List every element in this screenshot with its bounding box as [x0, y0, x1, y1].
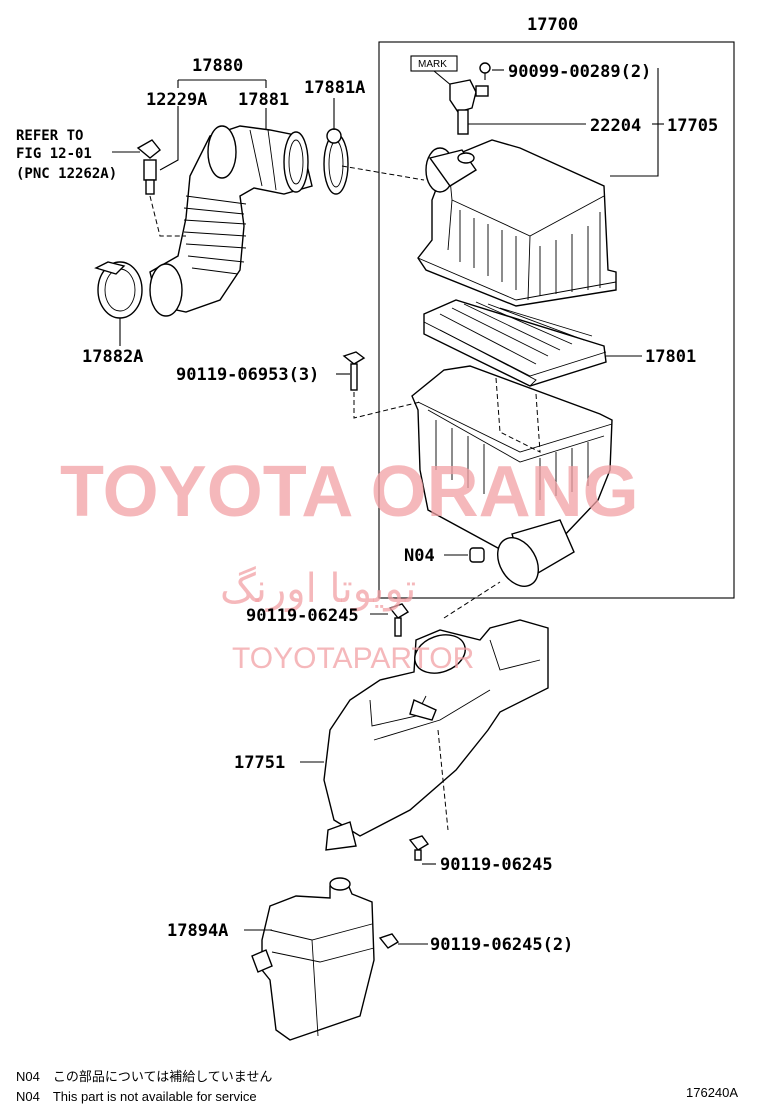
- label-17705: 17705: [667, 116, 718, 136]
- resonator: [251, 877, 375, 1041]
- label-12229A: 12229A: [146, 90, 207, 110]
- air-cleaner-case: [411, 365, 613, 587]
- label-90099-00289: 90099-00289(2): [508, 62, 651, 82]
- label-17801: 17801: [645, 347, 696, 367]
- air-cleaner-hose: [149, 125, 313, 317]
- footer-note-jp: N04 この部品については補給していません: [16, 1069, 272, 1084]
- figure-id: 176240A: [686, 1085, 738, 1100]
- footer-note-en: N04 This part is not available for servi…: [16, 1089, 257, 1104]
- bolt-90119-06245-c: [378, 933, 428, 949]
- bolt-90119-06245-b: [408, 835, 436, 865]
- label-17880: 17880: [192, 56, 243, 76]
- label-17700: 17700: [527, 15, 578, 35]
- label-90119-06245-c: 90119-06245(2): [430, 935, 573, 955]
- label-90119-06953: 90119-06953(3): [176, 365, 319, 385]
- label-refer-1: REFER TO: [16, 128, 83, 144]
- label-22204: 22204: [590, 116, 641, 136]
- label-refer-2: FIG 12-01: [16, 146, 92, 162]
- hose-clamp-17882A: [94, 261, 143, 319]
- label-mark: MARK: [418, 59, 447, 70]
- label-17881A: 17881A: [304, 78, 365, 98]
- watermark-persian: تويوتا اورنگ: [220, 566, 416, 612]
- bolt-90119-06953: [336, 351, 366, 391]
- mass-air-flow-meter: [410, 55, 586, 135]
- label-17894A: 17894A: [167, 921, 228, 941]
- label-17882A: 17882A: [82, 347, 143, 367]
- hose-clamp-17881A: [323, 128, 349, 195]
- bolt-90119-06245-a: [370, 603, 410, 637]
- label-N04: N04: [404, 546, 435, 566]
- screw-90099-00289: [479, 62, 504, 80]
- label-90119-06245-a: 90119-06245: [246, 606, 359, 626]
- label-90119-06245-b: 90119-06245: [440, 855, 553, 875]
- air-filter-element: [423, 299, 607, 387]
- watermark-site: TOYOTAPARTOR: [232, 642, 474, 675]
- watermark-brand: TOYOTA ORANG: [60, 452, 639, 532]
- assembly-frame: [378, 41, 735, 599]
- label-refer-3: (PNC 12262A): [16, 166, 117, 182]
- sensor-12229A: [136, 139, 161, 195]
- label-17751: 17751: [234, 753, 285, 773]
- grommet-N04: [444, 547, 485, 563]
- intake-air-duct: [323, 619, 549, 851]
- label-17881: 17881: [238, 90, 289, 110]
- air-cleaner-cap: [417, 139, 617, 307]
